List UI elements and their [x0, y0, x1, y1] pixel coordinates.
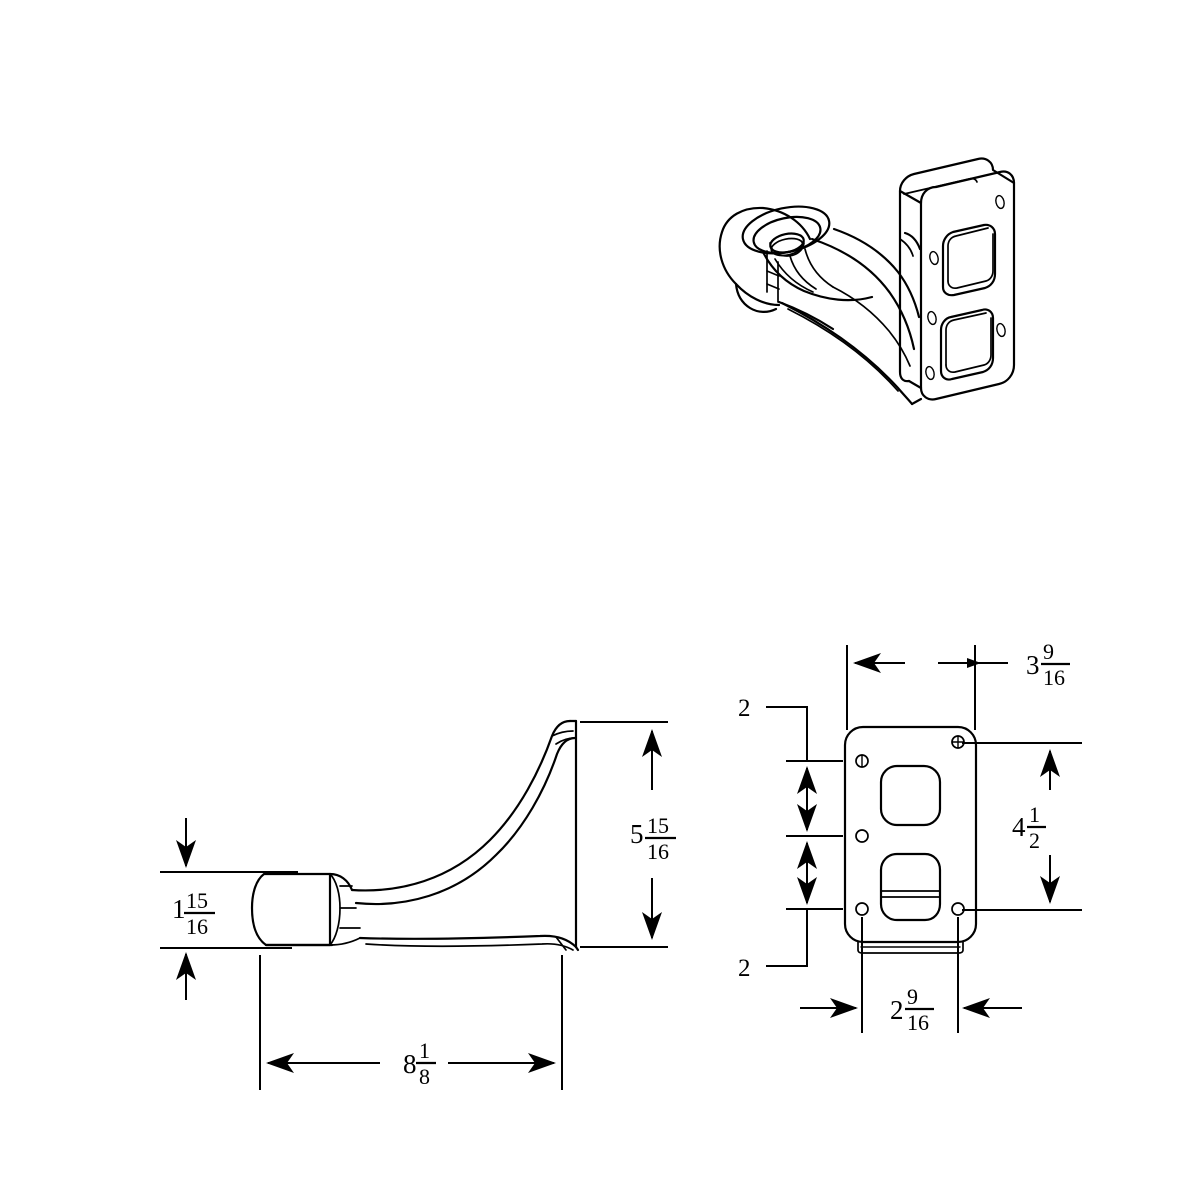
iso-plate-top-inner-edge: [903, 177, 978, 195]
iso-boss-bore-depth: [769, 242, 805, 257]
dim-plate-height-numerator: 1: [1029, 802, 1040, 827]
dim-bolt-spacing-numerator: 9: [907, 984, 918, 1009]
side-plate-bottom: [574, 945, 580, 952]
iso-boss-outer-body: [718, 206, 812, 307]
dim-side-height-numerator: 15: [647, 813, 669, 838]
iso-rib-sweep: [832, 286, 911, 367]
leader-pitch-upper: [766, 706, 808, 761]
side-neck-taper-bottom: [329, 937, 361, 946]
iso-cutout-lower: [939, 308, 995, 381]
side-arm-bottom-inner: [365, 942, 574, 951]
dim-plate-width-whole: 3: [1026, 650, 1040, 680]
front-cutout-upper: [879, 764, 942, 827]
front-plate-outline: [843, 725, 978, 944]
iso-plate-bottom-left: [907, 379, 923, 390]
dim-boss-height-numerator: 15: [186, 888, 208, 913]
side-arm-plate-fillet: [551, 730, 574, 737]
dim-plate-width-numerator: 9: [1043, 639, 1054, 664]
side-arm-fillet-2: [555, 737, 576, 745]
dimension-bolt-spacing-label: 2 9 16: [890, 984, 934, 1035]
iso-neck-facet-4: [766, 283, 780, 290]
dimension-boss-height-label: 1 15 16: [172, 888, 215, 939]
dimension-plate-width-label: 3 9 16: [1026, 639, 1070, 690]
side-neck-upper: [328, 872, 354, 892]
iso-plate-back-left: [898, 189, 911, 383]
iso-arm-bottom-rib: [910, 397, 923, 406]
iso-neck-facet-3: [766, 270, 780, 277]
dim-bolt-spacing-denominator: 16: [907, 1010, 929, 1035]
iso-cutout-upper-depth: [947, 227, 989, 282]
iso-plate-top-edge: [898, 157, 1016, 205]
iso-bolt-hole-3: [927, 310, 937, 326]
dim-length-whole: 8: [403, 1049, 417, 1079]
iso-bolt-hole-2: [929, 250, 939, 266]
side-profile-view: [250, 719, 580, 952]
dim-side-height-whole: 5: [630, 819, 644, 849]
iso-boss-lower-lobe: [734, 282, 778, 313]
dimension-length-label: 8 1 8: [403, 1038, 436, 1089]
dim-boss-height-denominator: 16: [186, 914, 208, 939]
side-arm-inner-curve: [354, 736, 577, 906]
arrow-plate-width-inner-right: [967, 658, 981, 668]
iso-cutout-lower-inner-b: [945, 317, 992, 374]
dim-boss-height-whole: 1: [172, 894, 186, 924]
front-bolt-hole-mid-left: [855, 829, 869, 843]
iso-arm-plate-fillet-top: [903, 231, 922, 251]
side-arm-outer-curve: [350, 719, 572, 892]
dimension-side-height-label: 5 15 16: [630, 813, 676, 864]
dimension-plate-height-label: 4 1 2: [1012, 802, 1046, 853]
iso-throat-curve: [761, 250, 874, 302]
iso-blend-line-2: [804, 248, 834, 288]
dim-length-numerator: 1: [419, 1038, 430, 1063]
leader-pitch-lower: [766, 909, 808, 967]
front-plate-view: [843, 725, 978, 954]
side-arm-bottom-edge: [358, 934, 578, 949]
iso-bolt-hole-5: [996, 322, 1006, 338]
dim-length-denominator: 8: [419, 1064, 430, 1089]
side-boss-right-edge: [329, 873, 341, 946]
iso-bolt-hole-4: [925, 365, 935, 381]
iso-bolt-hole-1: [995, 194, 1005, 210]
dim-plate-height-denominator: 2: [1029, 828, 1040, 853]
dim-plate-height-whole: 4: [1012, 812, 1026, 842]
dimension-group-side-view: 5 15 16 1 15 16 8 1 8: [160, 721, 676, 1090]
iso-arm-top-surface: [832, 227, 921, 319]
dim-bolt-spacing-whole: 2: [890, 995, 904, 1025]
front-plate-bottom-lip: [857, 941, 964, 954]
iso-arm-lower-web-2: [787, 308, 899, 392]
dim-side-height-denominator: 16: [647, 839, 669, 864]
iso-cutout-upper: [941, 223, 997, 297]
side-plate-bottom-detail: [555, 936, 567, 951]
iso-cutout-lower-depth: [945, 312, 987, 366]
iso-cutout-upper-inner-b: [947, 233, 994, 290]
iso-boss-bore-inner: [770, 237, 804, 257]
dim-plate-width-denominator: 16: [1043, 665, 1065, 690]
dimension-group-front-view: 3 9 16 4 1 2 2 9 16: [738, 639, 1082, 1035]
isometric-pictorial-view: [718, 157, 1016, 406]
dim-pitch-upper-label: 2: [738, 695, 751, 722]
dim-pitch-lower-label: 2: [738, 955, 751, 982]
front-bolt-hole-bot-left: [855, 902, 869, 916]
side-boss-outline: [250, 872, 332, 947]
iso-arm-lower-web: [780, 301, 914, 406]
iso-arm-plate-fillet-edge: [899, 238, 914, 257]
iso-throat-lower-edge: [777, 300, 835, 331]
front-cutout-lower: [879, 852, 942, 922]
iso-arm-upper-sweep: [810, 237, 916, 351]
iso-blend-line-1: [789, 255, 817, 290]
